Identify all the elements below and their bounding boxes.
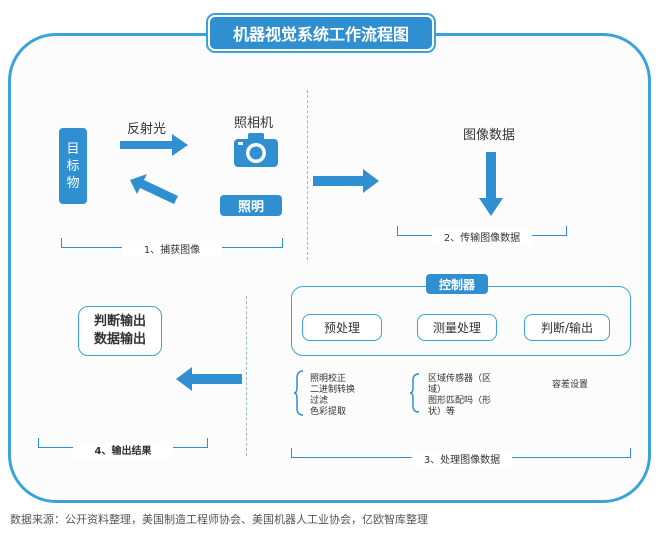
output-line-1: 判断输出 — [93, 314, 146, 329]
transfer-arrow-icon — [313, 169, 379, 193]
preprocess-item: 色彩提取 — [310, 407, 347, 417]
output-arrow-icon — [176, 367, 242, 391]
output-line-2: 数据输出 — [93, 332, 146, 347]
transfer-caption: 2、传输图像数据 — [432, 229, 532, 245]
controller-label: 控制器 — [426, 274, 488, 294]
output-caption: 4、输出结果 — [73, 442, 173, 458]
measure-item: 区域传感器（区 — [428, 374, 492, 384]
source-note: 数据来源：公开资料整理，美国制造工程师协会、美国机器人工业协会，亿欧智库整理 — [10, 513, 428, 526]
judge-item: 容差设置 — [552, 380, 589, 390]
measure-item: 域） — [428, 385, 447, 395]
divider-top — [307, 90, 308, 260]
measure-brace-icon — [410, 373, 420, 413]
process-caption: 3、处理图像数据 — [412, 451, 512, 467]
reflect-arrow-icon — [120, 134, 188, 156]
image-data-label: 图像数据 — [463, 128, 516, 143]
target-object-box: 目 标 物 — [59, 128, 87, 204]
diagram-frame — [8, 33, 651, 503]
reflect-label: 反射光 — [127, 122, 167, 137]
measure-list: 区域传感器（区 域） 图形匹配吗（形 状）等 — [428, 374, 491, 418]
target-char-2: 标 — [66, 158, 80, 174]
target-char-3: 物 — [66, 175, 80, 191]
step-preprocess: 预处理 — [302, 314, 382, 341]
capture-caption: 1、捕获图像 — [122, 241, 222, 257]
preprocess-item: 二进制转换 — [310, 385, 356, 395]
step-measure: 测量处理 — [417, 314, 497, 341]
preprocess-brace-icon — [294, 370, 304, 416]
measure-item: 图形匹配吗（形 — [428, 396, 492, 406]
preprocess-item: 照明校正 — [310, 374, 347, 384]
preprocess-item: 过滤 — [310, 396, 329, 406]
step-judge: 判断/输出 — [524, 314, 610, 341]
image-data-arrow-icon — [479, 152, 503, 216]
light-arrow-icon — [130, 174, 178, 204]
target-char-1: 目 — [66, 141, 80, 157]
preprocess-list: 照明校正 二进制转换 过滤 色彩提取 — [310, 374, 355, 418]
output-box: 判断输出 数据输出 — [78, 306, 162, 356]
divider-bottom — [246, 296, 247, 456]
camera-icon — [234, 133, 278, 167]
diagram-title: 机器视觉系统工作流程图 — [208, 15, 434, 51]
camera-label: 照相机 — [234, 116, 274, 131]
measure-item: 状）等 — [428, 407, 456, 417]
lighting-box: 照明 — [220, 195, 282, 216]
